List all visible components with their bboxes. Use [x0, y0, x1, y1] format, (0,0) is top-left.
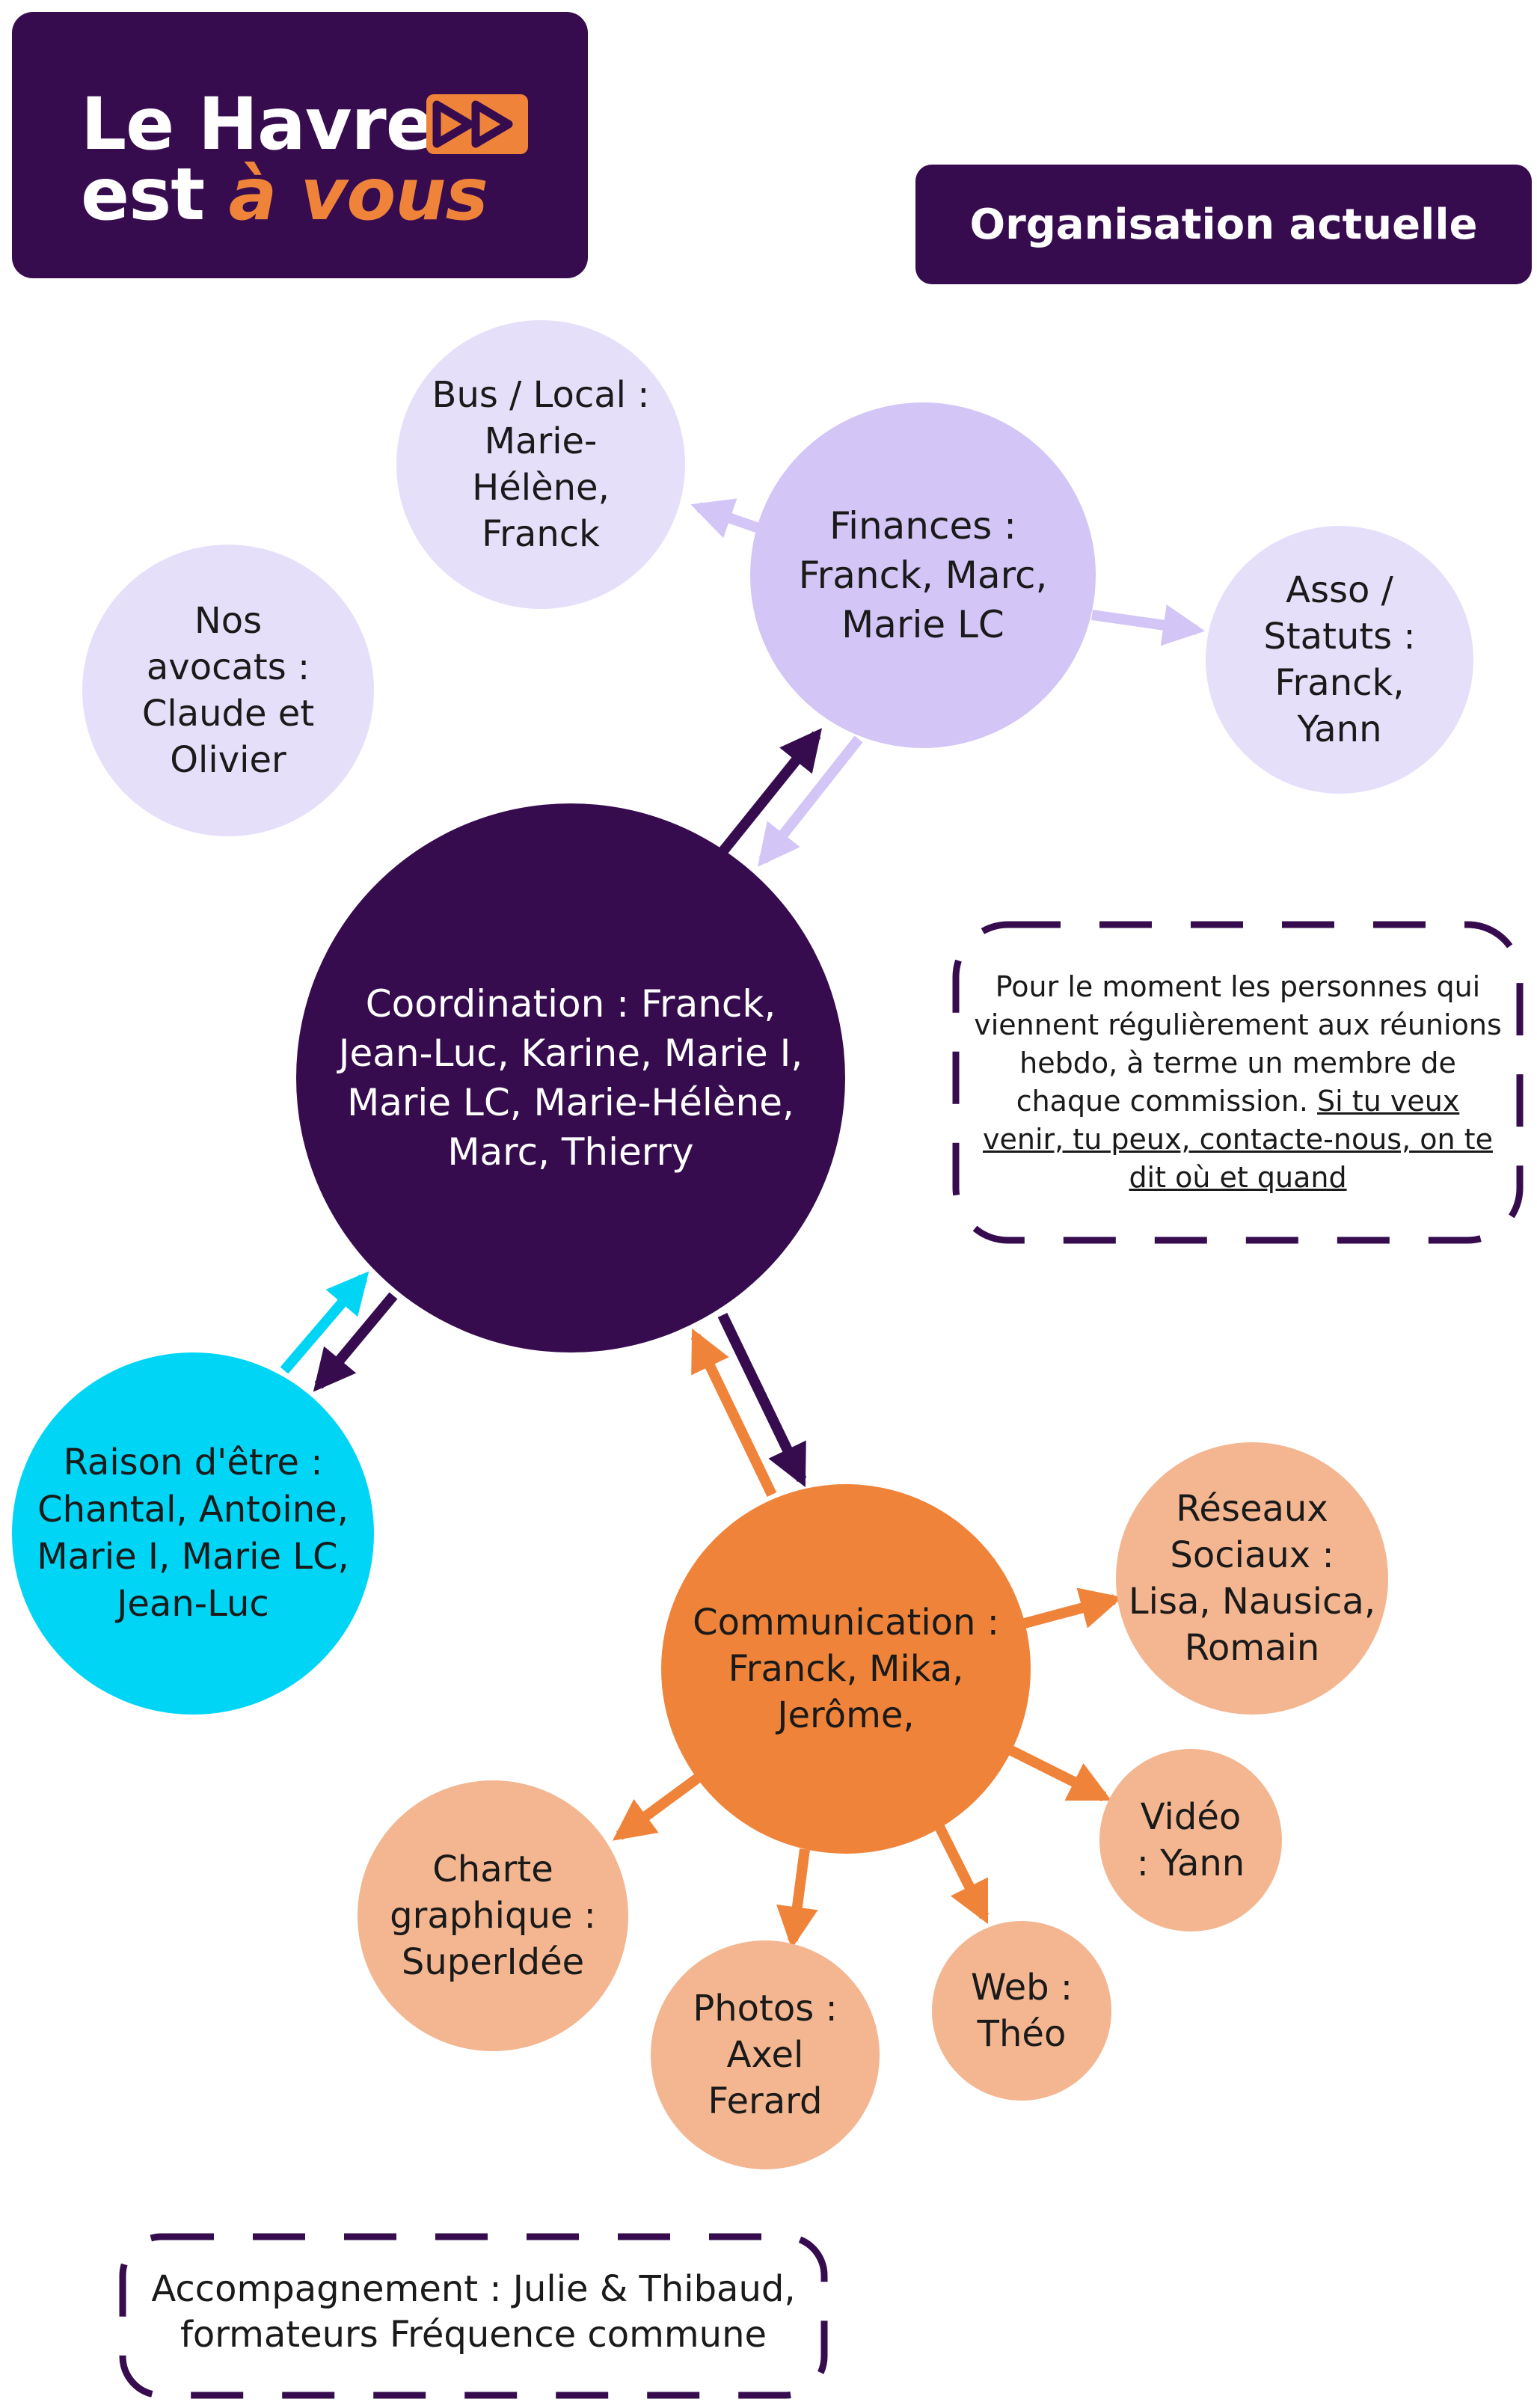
arrow-coord-to-raison: [313, 1292, 398, 1392]
arrow-comm-to-photos: [776, 1848, 818, 1949]
logo-line-2-prefix: est: [81, 153, 205, 236]
contact-link[interactable]: Si tu veux venir, tu peux, contacte-nous…: [983, 1085, 1493, 1194]
arrow-coord-to-comm: [717, 1312, 807, 1488]
commission-note: Pour le moment les personnes qui viennen…: [972, 968, 1503, 1197]
node-charte-graphique-label: Charte graphique : SuperIdée: [390, 1848, 596, 1983]
arrow-finances-to-coord: [758, 735, 863, 867]
arrow-comm-to-video: [1008, 1745, 1112, 1802]
node-bus-local: Bus / Local : Marie-Hélène, Franck: [396, 320, 685, 609]
note-frame: [952, 921, 1524, 1244]
logo: Le Havre est à vous: [12, 12, 588, 278]
logo-line-2-accent: à vous: [228, 153, 488, 236]
arrow-comm-to-charte: [612, 1773, 702, 1841]
node-bus-local-label: Bus / Local : Marie-Hélène, Franck: [432, 374, 650, 555]
logo-line-2: est à vous: [81, 159, 488, 230]
node-video-label: Vidéo : Yann: [1136, 1796, 1245, 1884]
node-asso-statuts: Asso / Statuts : Franck, Yann: [1206, 526, 1473, 794]
node-web-label: Web : Théo: [970, 1967, 1073, 2055]
accompagnement-note: Accompagnement : Julie & Thibaud, format…: [151, 2268, 796, 2356]
arrow-comm-to-reseaux: [1023, 1587, 1123, 1629]
node-asso-statuts-label: Asso / Statuts : Franck, Yann: [1263, 569, 1416, 750]
arrow-finances-to-bus: [690, 498, 765, 539]
arrow-coord-to-finances: [717, 728, 823, 857]
node-reseaux-sociaux: Réseaux Sociaux : Lisa, Nausica, Romain: [1116, 1442, 1388, 1715]
commission-note-text: Pour le moment les personnes qui viennen…: [974, 970, 1502, 1118]
node-communication: Communication : Franck, Mika, Jerôme,: [661, 1484, 1031, 1854]
node-video: Vidéo : Yann: [1099, 1749, 1282, 1931]
node-raison-etre-label: Raison d'être : Chantal, Antoine, Marie …: [37, 1442, 349, 1625]
arrow-comm-to-coord: [690, 1328, 777, 1498]
logo-line-1: Le Havre: [81, 82, 435, 166]
page-title: Organisation actuelle: [915, 165, 1532, 284]
node-reseaux-sociaux-label: Réseaux Sociaux : Lisa, Nausica, Romain: [1128, 1488, 1376, 1669]
node-coordination: Coordination : Franck, Jean-Luc, Karine,…: [296, 803, 845, 1352]
arrow-finances-to-asso: [1091, 604, 1206, 646]
node-photos-label: Photos : Axel Ferard: [693, 1988, 838, 2122]
node-charte-graphique: Charte graphique : SuperIdée: [358, 1780, 628, 2051]
node-coordination-label: Coordination : Franck, Jean-Luc, Karine,…: [338, 982, 803, 1174]
node-finances: Finances : Franck, Marc, Marie LC: [750, 402, 1096, 748]
arrow-comm-to-web: [934, 1824, 990, 1925]
node-raison-etre: Raison d'être : Chantal, Antoine, Marie …: [12, 1352, 374, 1715]
node-avocats-label: Nos avocats : Claude et Olivier: [141, 600, 315, 781]
node-communication-label: Communication : Franck, Mika, Jerôme,: [693, 1602, 999, 1736]
arrow-raison-to-coord: [280, 1271, 369, 1374]
node-web: Web : Théo: [932, 1921, 1111, 2101]
fast-forward-icon: [426, 94, 528, 154]
node-avocats: Nos avocats : Claude et Olivier: [82, 545, 374, 836]
accompagnement-frame: [119, 2233, 828, 2399]
node-finances-label: Finances : Franck, Marc, Marie LC: [798, 504, 1048, 646]
node-photos: Photos : Axel Ferard: [651, 1940, 880, 2169]
